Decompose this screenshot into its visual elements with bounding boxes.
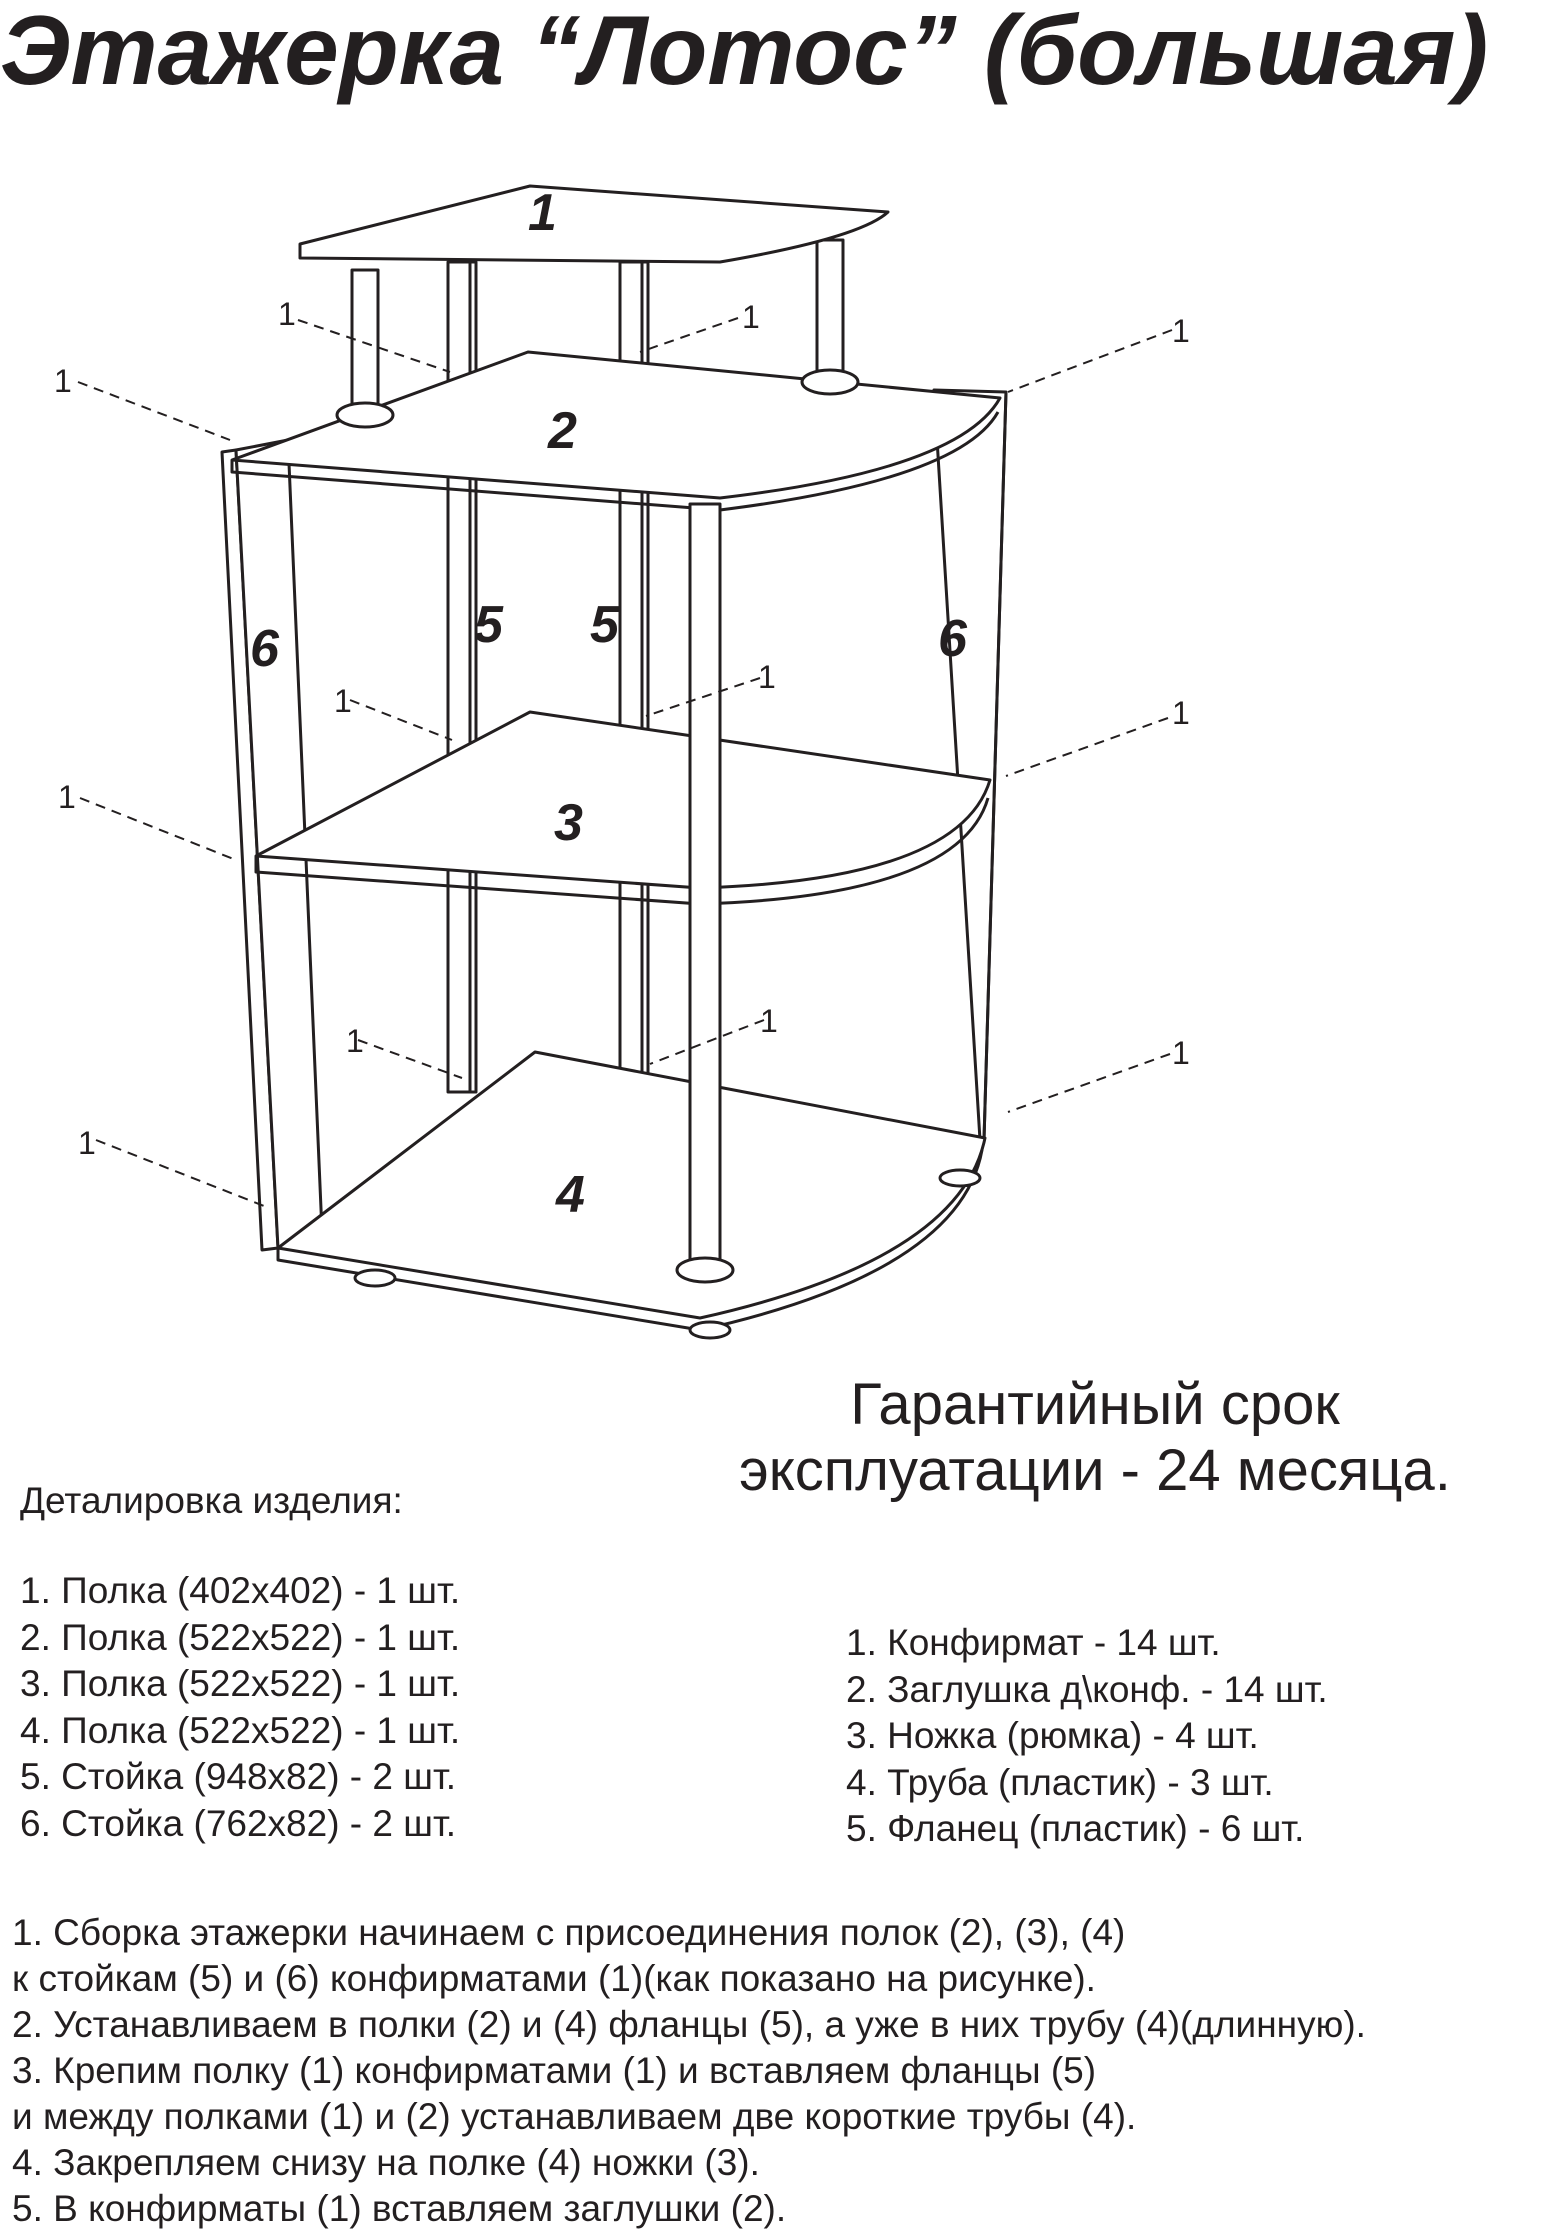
part-label-5: 5 bbox=[590, 596, 620, 654]
hardware-item: 1. Конфирмат - 14 шт. bbox=[846, 1622, 1221, 1663]
back-post-left-2 bbox=[468, 260, 478, 1094]
shelf-assembly-diagram: 1 1 1 1 1 1 1 1 1 1 1 1 1 2 3 4 5 5 6 6 bbox=[54, 184, 1190, 1340]
part-label-6: 6 bbox=[938, 610, 968, 668]
part-label-4: 4 bbox=[555, 1166, 585, 1224]
hardware-list: 1. Конфирмат - 14 шт. 2. Заглушка д\конф… bbox=[846, 1620, 1328, 1853]
warranty-text: Гарантийный срок эксплуатации - 24 месяц… bbox=[660, 1372, 1530, 1504]
parts-heading: Деталировка изделия: bbox=[20, 1480, 403, 1521]
foot bbox=[688, 1320, 732, 1340]
instruction-line: 3. Крепим полку (1) конфирматами (1) и в… bbox=[12, 2050, 1097, 2091]
callout-number: 1 bbox=[334, 683, 352, 719]
foot bbox=[938, 1168, 982, 1188]
callout-number: 1 bbox=[758, 659, 776, 695]
hardware-item: 2. Заглушка д\конф. - 14 шт. bbox=[846, 1668, 1328, 1710]
shelf-4 bbox=[276, 1050, 987, 1320]
callout-number: 1 bbox=[760, 1003, 778, 1039]
parts-item: 6. Стойка (762х82) - 2 шт. bbox=[20, 1802, 457, 1844]
instruction-line: к стойкам (5) и (6) конфирматами (1)(как… bbox=[12, 1958, 1096, 1999]
part-label-6: 6 bbox=[250, 620, 280, 678]
shelf-2-edge bbox=[230, 411, 1000, 512]
parts-list: 1. Полка (402х402) - 1 шт. 2. Полка (522… bbox=[20, 1568, 460, 1847]
callout-number: 1 bbox=[54, 363, 72, 399]
part-label-5: 5 bbox=[474, 596, 504, 654]
callout-number: 1 bbox=[78, 1125, 96, 1161]
pipe-flange-bottom bbox=[675, 1256, 735, 1284]
callout-lines bbox=[77, 317, 1173, 1207]
part-label-2: 2 bbox=[547, 402, 577, 460]
page-title: Этажерка “Лотос” (большая) bbox=[0, 0, 1489, 105]
part-label-1: 1 bbox=[528, 184, 557, 242]
hardware-item: 5. Фланец (пластик) - 6 шт. bbox=[846, 1808, 1305, 1849]
shelf-3-edge bbox=[254, 797, 990, 906]
warranty-line: Гарантийный срок bbox=[850, 1372, 1340, 1437]
short-pipe-right bbox=[815, 238, 845, 377]
instruction-line: 4. Закрепляем снизу на полке (4) ножки (… bbox=[12, 2142, 760, 2183]
parts-item: 4. Полка (522х522) - 1 шт. bbox=[20, 1709, 461, 1751]
parts-item: 2. Полка (522х522) - 1 шт. bbox=[20, 1616, 461, 1658]
callout-number: 1 bbox=[278, 296, 296, 332]
callout-number: 1 bbox=[1172, 695, 1190, 731]
shelf-1 bbox=[298, 184, 890, 264]
long-pipe bbox=[688, 502, 722, 1266]
callout-number: 1 bbox=[346, 1023, 364, 1059]
instruction-line: 5. В конфирматы (1) вставляем заглушки (… bbox=[12, 2188, 787, 2229]
instruction-line: 2. Устанавливаем в полки (2) и (4) фланц… bbox=[12, 2004, 1366, 2045]
hardware-item: 4. Труба (пластик) - 3 шт. bbox=[846, 1761, 1274, 1803]
shelf-3 bbox=[254, 710, 992, 890]
callout-numbers: 1 1 1 1 1 1 1 1 1 1 1 1 bbox=[54, 296, 1190, 1161]
flange-right bbox=[800, 368, 860, 396]
part-labels: 1 2 3 4 5 5 6 6 bbox=[250, 184, 968, 1224]
callout-number: 1 bbox=[1172, 313, 1190, 349]
callout-number: 1 bbox=[58, 779, 76, 815]
foot bbox=[353, 1268, 397, 1288]
shelf-structure bbox=[220, 184, 1008, 1340]
assembly-instructions: 1. Сборка этажерки начинаем с присоедине… bbox=[12, 1910, 1366, 2232]
parts-item: 3. Полка (522х522) - 1 шт. bbox=[20, 1663, 461, 1704]
parts-item: 1. Полка (402х402) - 1 шт. bbox=[20, 1570, 461, 1611]
callout-number: 1 bbox=[742, 299, 760, 335]
flange-left bbox=[335, 401, 395, 429]
parts-item: 5. Стойка (948х82) - 2 шт. bbox=[20, 1756, 457, 1797]
hardware-item: 3. Ножка (рюмка) - 4 шт. bbox=[846, 1715, 1259, 1756]
part-label-3: 3 bbox=[554, 794, 583, 852]
short-pipe-left bbox=[350, 268, 380, 407]
right-side-post-edge bbox=[982, 391, 1008, 1141]
instruction-line: и между полками (1) и (2) устанавливаем … bbox=[12, 2096, 1137, 2137]
warranty-line: эксплуатации - 24 месяца. bbox=[739, 1438, 1451, 1503]
instruction-line: 1. Сборка этажерки начинаем с присоедине… bbox=[12, 1912, 1126, 1953]
callout-number: 1 bbox=[1172, 1035, 1190, 1071]
